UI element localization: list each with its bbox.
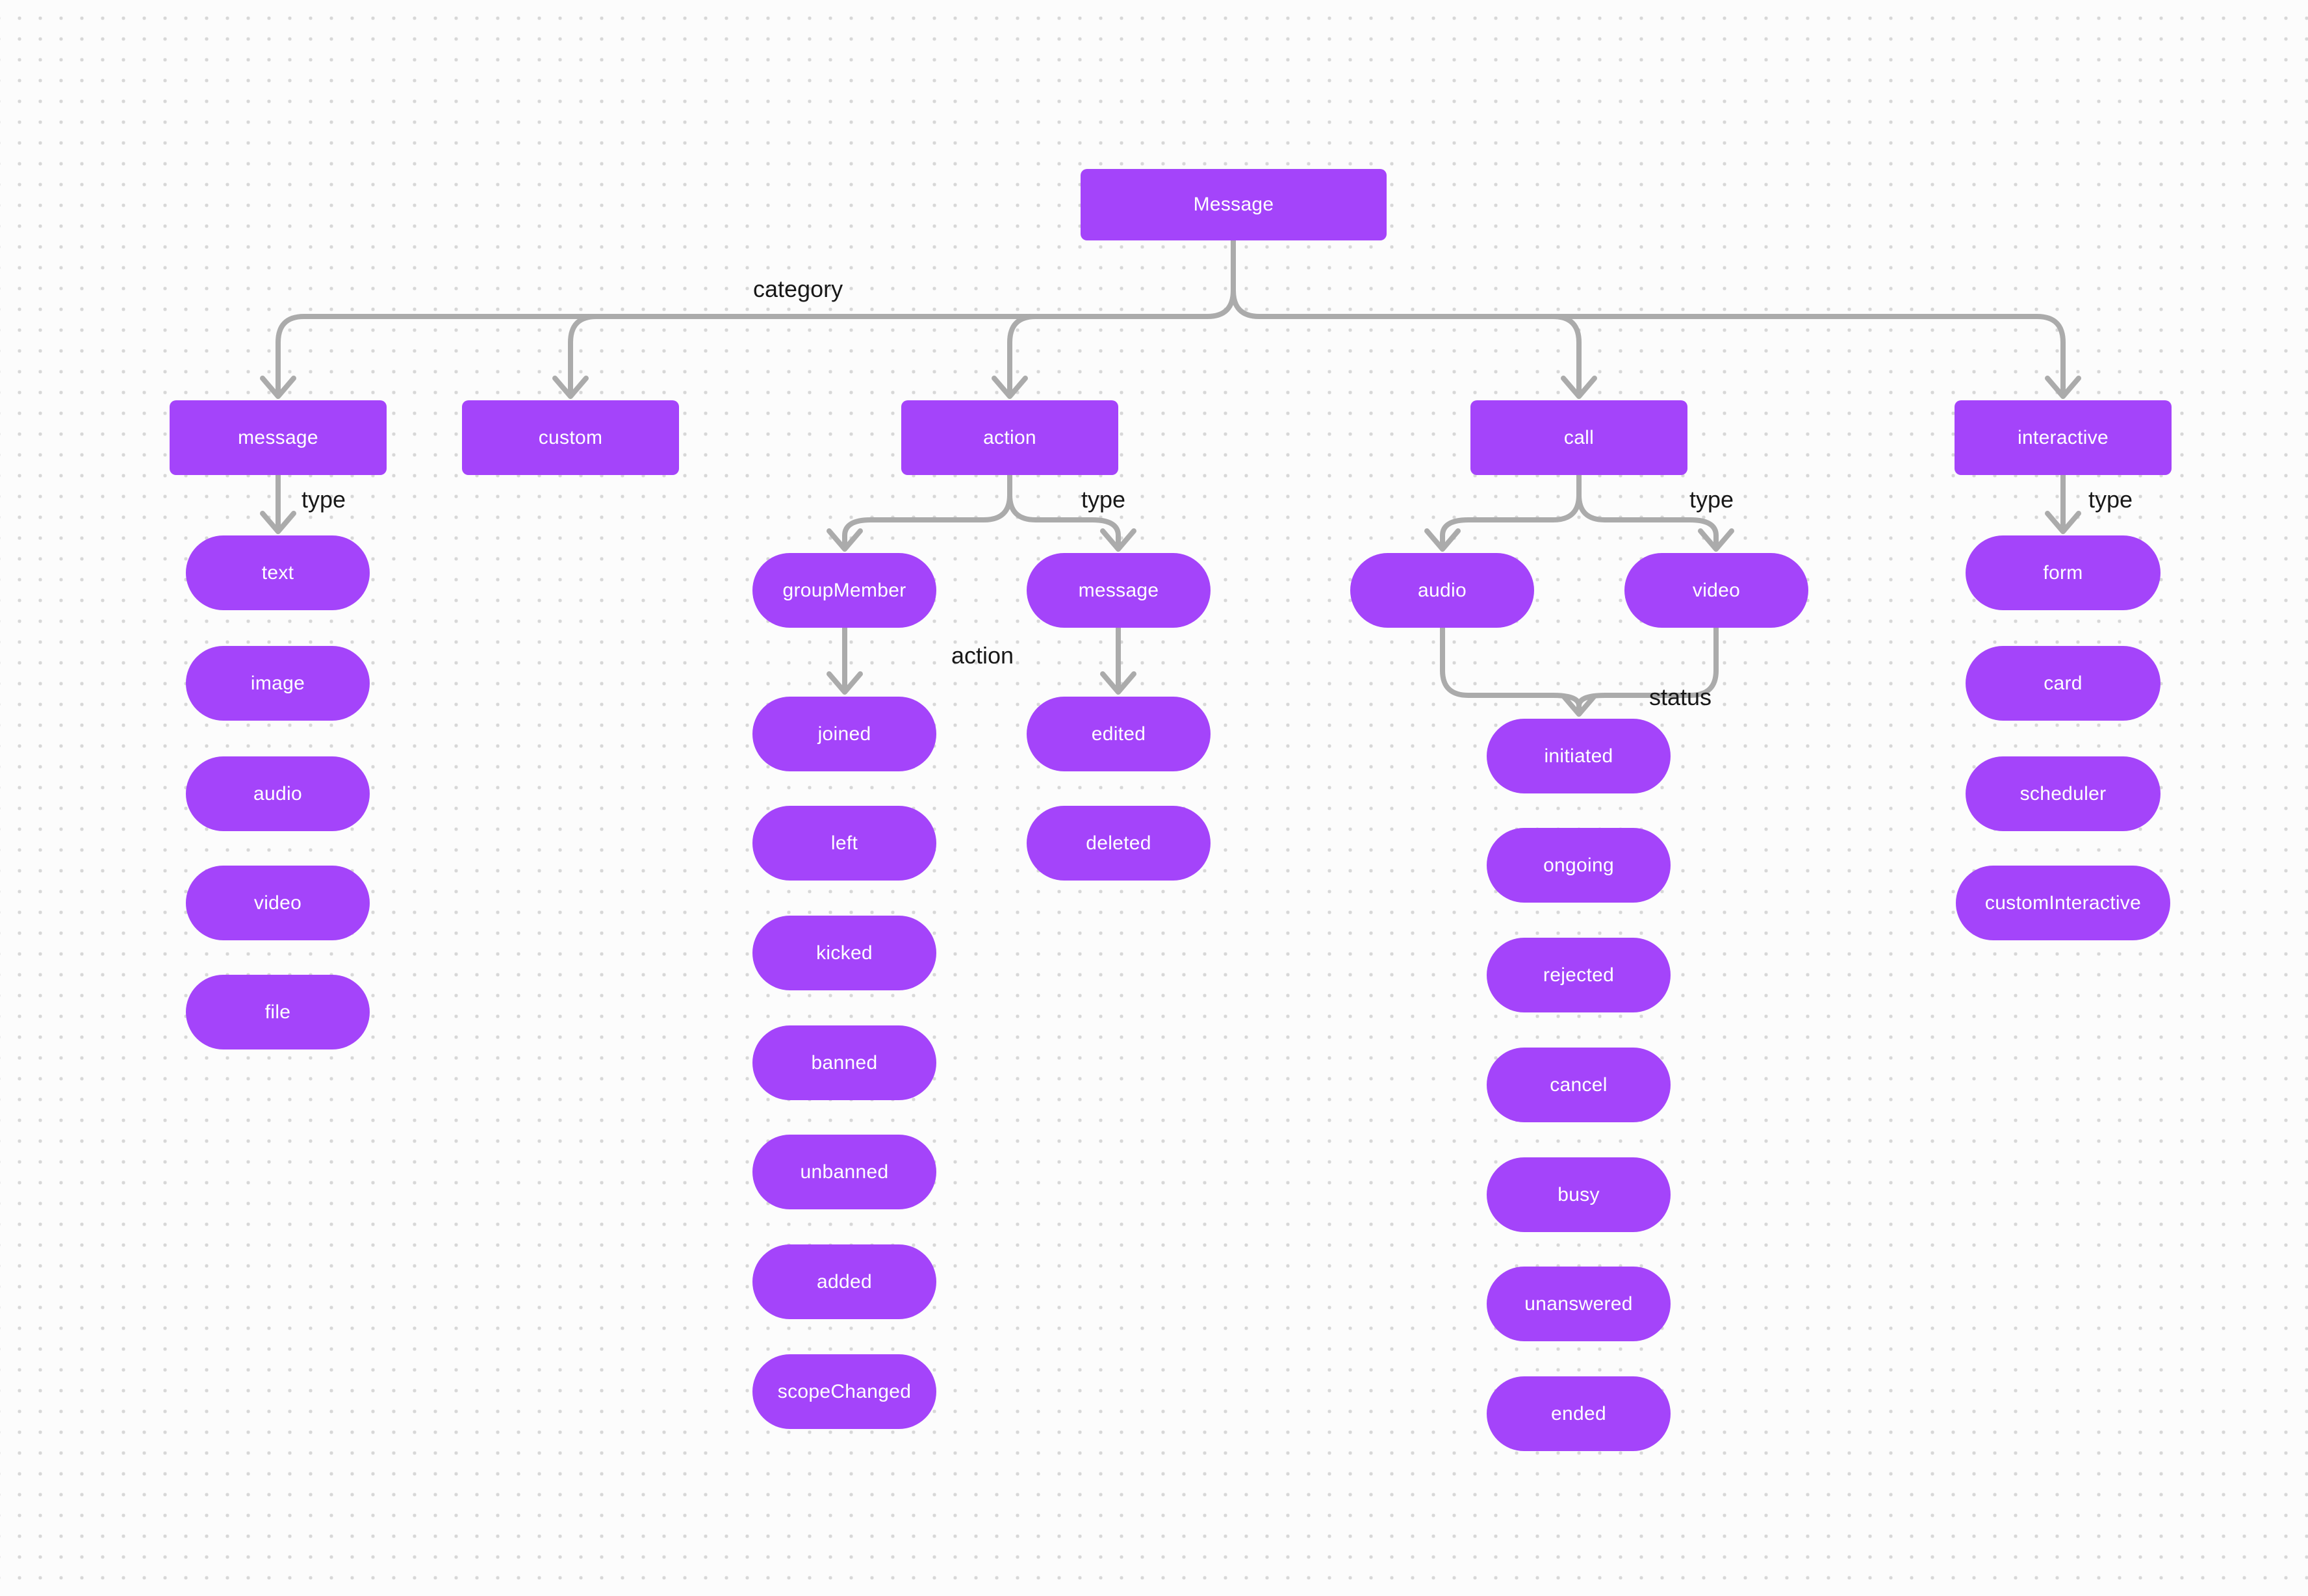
- arrowhead-groupmember: [827, 528, 863, 552]
- node-status-ongoing[interactable]: ongoing: [1487, 828, 1671, 903]
- edge-root-to-message: [276, 238, 1236, 395]
- edge-trunk-to-call: [1550, 314, 1582, 395]
- edge-audio-to-status: [1440, 625, 1582, 712]
- edge-label-status: status: [1649, 684, 1712, 710]
- node-type-message-sub[interactable]: message: [1027, 553, 1211, 628]
- node-status-ended[interactable]: ended: [1487, 1376, 1671, 1451]
- arrowhead-custom: [552, 376, 589, 399]
- node-type-audio[interactable]: audio: [186, 756, 370, 831]
- node-interactive-scheduler[interactable]: scheduler: [1966, 756, 2161, 831]
- edge-label-type-interactive: type: [2088, 486, 2133, 513]
- arrowhead-call: [1561, 376, 1597, 399]
- edge-label-type-action: type: [1081, 486, 1126, 513]
- node-type-text[interactable]: text: [186, 535, 370, 610]
- arrowhead-form: [2045, 511, 2081, 534]
- edge-label-type-call: type: [1689, 486, 1734, 513]
- node-calltype-audio[interactable]: audio: [1350, 553, 1534, 628]
- node-interactive-custominteractive[interactable]: customInteractive: [1956, 866, 2170, 940]
- node-category-interactive[interactable]: interactive: [1955, 400, 2172, 475]
- node-interactive-form[interactable]: form: [1966, 535, 2161, 610]
- edge-label-type-message: type: [301, 486, 346, 513]
- arrowhead-text: [260, 511, 296, 534]
- edge-root-to-interactive: [1231, 238, 2066, 395]
- node-status-cancel[interactable]: cancel: [1487, 1048, 1671, 1122]
- node-action-banned[interactable]: banned: [752, 1025, 936, 1100]
- node-status-unanswered[interactable]: unanswered: [1487, 1267, 1671, 1341]
- node-action-scopechanged[interactable]: scopeChanged: [752, 1354, 936, 1429]
- node-action-joined[interactable]: joined: [752, 697, 936, 771]
- arrowhead-action: [992, 376, 1028, 399]
- node-category-custom[interactable]: custom: [462, 400, 679, 475]
- edge-action-to-groupmember: [842, 472, 1012, 547]
- node-interactive-card[interactable]: card: [1966, 646, 2161, 721]
- node-calltype-video[interactable]: video: [1624, 553, 1808, 628]
- edge-trunk-to-action: [1007, 314, 1038, 395]
- node-action-left[interactable]: left: [752, 806, 936, 881]
- arrowhead-audio: [1424, 528, 1461, 552]
- node-action-unbanned[interactable]: unbanned: [752, 1135, 936, 1209]
- arrowhead-message-sub: [1100, 528, 1136, 552]
- edge-trunk-to-custom: [568, 314, 599, 395]
- node-action-deleted[interactable]: deleted: [1027, 806, 1211, 881]
- arrowhead-initiated: [1561, 693, 1597, 717]
- arrowhead-joined: [827, 671, 863, 695]
- arrowhead-interactive: [2045, 376, 2081, 399]
- node-action-edited[interactable]: edited: [1027, 697, 1211, 771]
- node-status-initiated[interactable]: initiated: [1487, 719, 1671, 793]
- node-action-kicked[interactable]: kicked: [752, 916, 936, 990]
- node-action-added[interactable]: added: [752, 1244, 936, 1319]
- edge-label-action: action: [951, 642, 1014, 669]
- node-type-image[interactable]: image: [186, 646, 370, 721]
- edge-call-to-audio: [1440, 472, 1582, 547]
- edge-label-category: category: [753, 276, 843, 302]
- node-category-call[interactable]: call: [1470, 400, 1687, 475]
- arrowhead-edited: [1100, 671, 1136, 695]
- node-status-rejected[interactable]: rejected: [1487, 938, 1671, 1012]
- arrowhead-video: [1698, 528, 1734, 552]
- node-status-busy[interactable]: busy: [1487, 1157, 1671, 1232]
- node-type-video[interactable]: video: [186, 866, 370, 940]
- node-type-groupmember[interactable]: groupMember: [752, 553, 936, 628]
- node-type-file[interactable]: file: [186, 975, 370, 1049]
- node-category-action[interactable]: action: [901, 400, 1118, 475]
- arrowhead-message: [260, 376, 296, 399]
- node-root-message[interactable]: Message: [1081, 169, 1387, 240]
- node-category-message[interactable]: message: [170, 400, 387, 475]
